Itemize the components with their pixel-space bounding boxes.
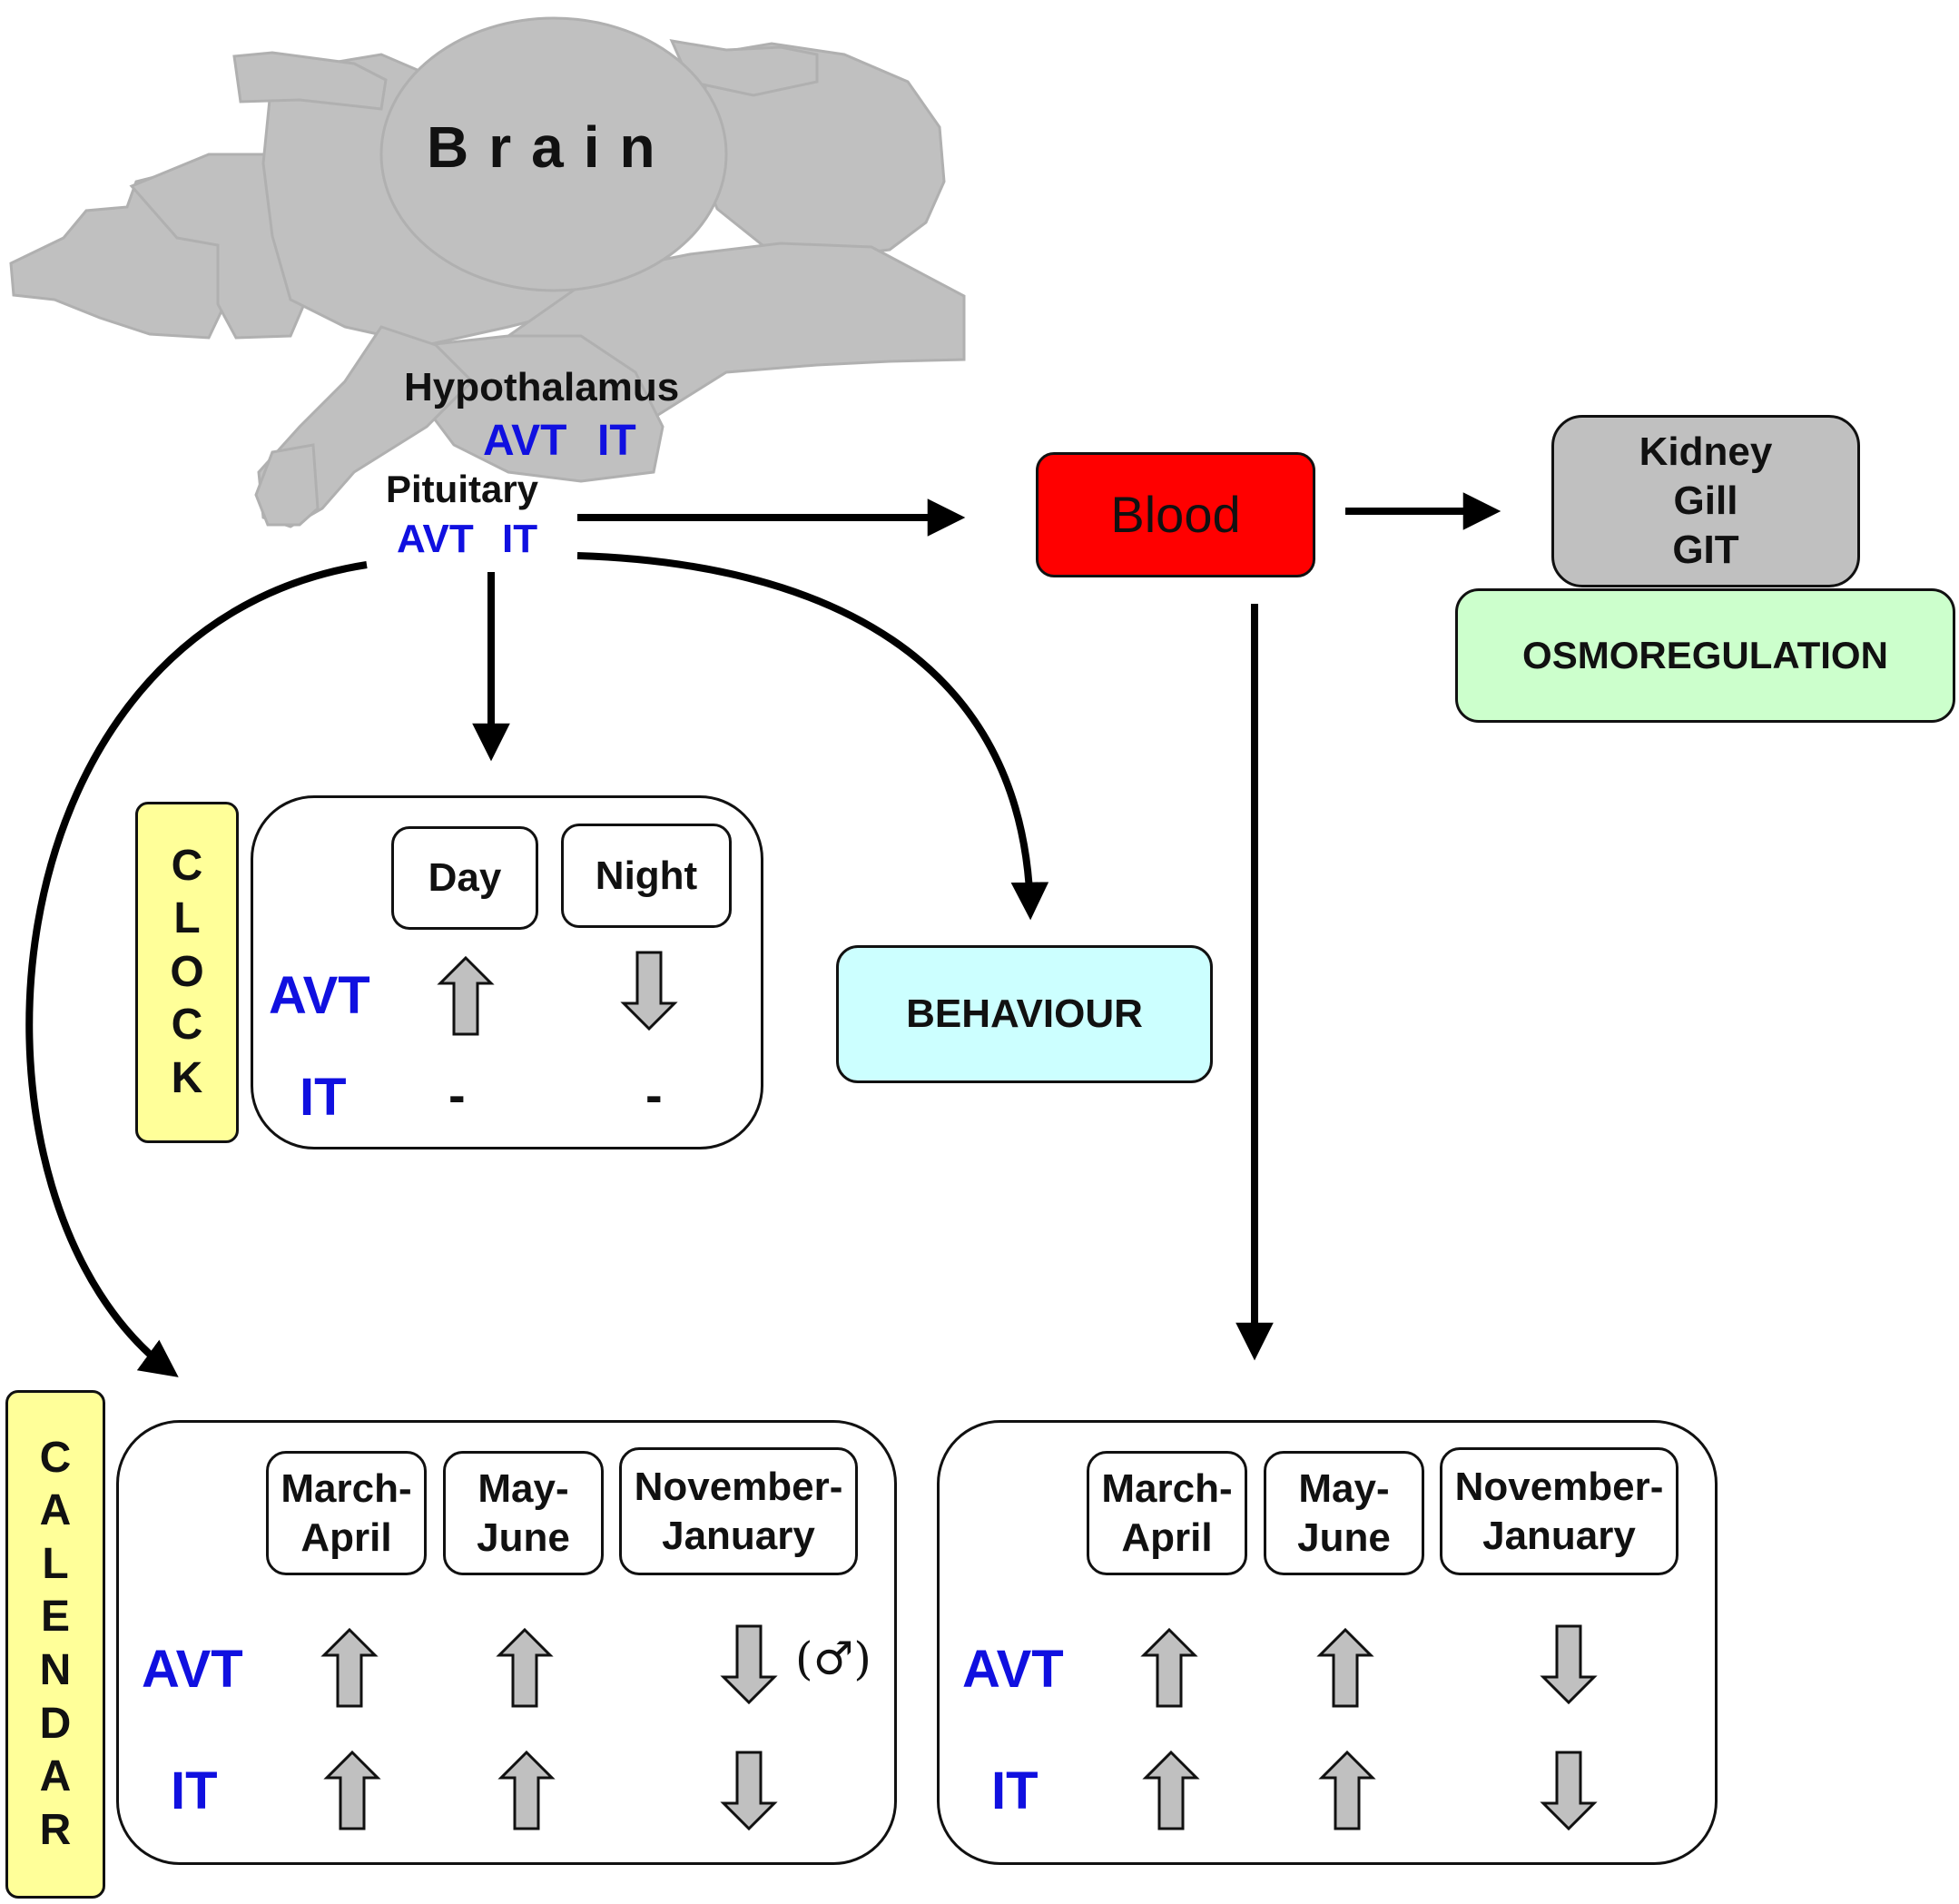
calendar-avt-november-january-arrow-icon [720, 1624, 778, 1705]
blood-label: Blood [1110, 485, 1241, 543]
pituitary-it: IT [502, 517, 538, 561]
blood-calendar-it-label: IT [991, 1761, 1039, 1820]
hypothalamus-avt: AVT [483, 417, 567, 465]
clock-it-night-value: - [645, 1066, 663, 1123]
blood-calendar-avt-may-june-arrow-icon [1316, 1627, 1374, 1708]
clock-avt-day-arrow-icon [437, 955, 495, 1036]
clock-avt-label: AVT [269, 966, 370, 1025]
clock-it-label: IT [300, 1068, 347, 1127]
hypothalamus-it: IT [597, 417, 636, 465]
calendar-avt-may-june-arrow-icon [496, 1627, 554, 1708]
blood-calendar-col-march-april: March-April [1087, 1451, 1247, 1575]
organs-box: Kidney Gill GIT [1551, 415, 1860, 587]
blood-calendar-it-march-april-arrow-icon [1142, 1750, 1200, 1830]
osmoregulation-box: OSMOREGULATION [1455, 588, 1955, 723]
organ-git: GIT [1672, 527, 1739, 572]
clock-avt-night-arrow-icon [620, 951, 678, 1031]
calendar-it-label: IT [171, 1761, 218, 1820]
clock-night-header: Night [561, 824, 732, 928]
pituitary-label: Pituitary [386, 468, 539, 510]
brain-label: Brain [427, 114, 675, 180]
organ-gill: Gill [1673, 478, 1738, 524]
calendar-avt-label: AVT [142, 1640, 243, 1699]
behaviour-box: BEHAVIOUR [836, 945, 1213, 1083]
blood-box: Blood [1036, 452, 1315, 577]
arrow-pituitary-to-behaviour [576, 552, 1049, 921]
pituitary-avt: AVT [397, 517, 474, 561]
clock-vertical-label: C L O C K [135, 802, 239, 1143]
behaviour-label: BEHAVIOUR [906, 991, 1143, 1037]
calendar-it-march-april-arrow-icon [323, 1750, 381, 1830]
calendar-it-november-january-arrow-icon [720, 1751, 778, 1831]
osmoregulation-label: OSMOREGULATION [1522, 634, 1888, 677]
arrow-pituitary-to-calendar [25, 561, 368, 1377]
blood-calendar-avt-march-april-arrow-icon [1140, 1627, 1198, 1708]
calendar-col-november-january: November-January [619, 1447, 858, 1575]
calendar-male-note: (♂) [795, 1633, 871, 1685]
blood-calendar-avt-november-january-arrow-icon [1540, 1624, 1598, 1705]
calendar-avt-march-april-arrow-icon [320, 1627, 379, 1708]
clock-day-header: Day [391, 826, 538, 930]
blood-calendar-col-may-june: May-June [1264, 1451, 1424, 1575]
calendar-vertical-label: C A L E N D A R [5, 1390, 105, 1899]
calendar-col-march-april: March-April [266, 1451, 427, 1575]
clock-it-day-value: - [448, 1066, 466, 1123]
calendar-col-may-june: May-June [443, 1451, 604, 1575]
blood-calendar-it-may-june-arrow-icon [1318, 1750, 1376, 1830]
hypothalamus-label: Hypothalamus [404, 365, 680, 409]
blood-calendar-it-november-january-arrow-icon [1540, 1751, 1598, 1831]
calendar-it-may-june-arrow-icon [497, 1750, 556, 1830]
organ-kidney: Kidney [1639, 429, 1773, 475]
blood-calendar-col-november-january: November-January [1440, 1447, 1678, 1575]
blood-calendar-avt-label: AVT [962, 1640, 1064, 1699]
